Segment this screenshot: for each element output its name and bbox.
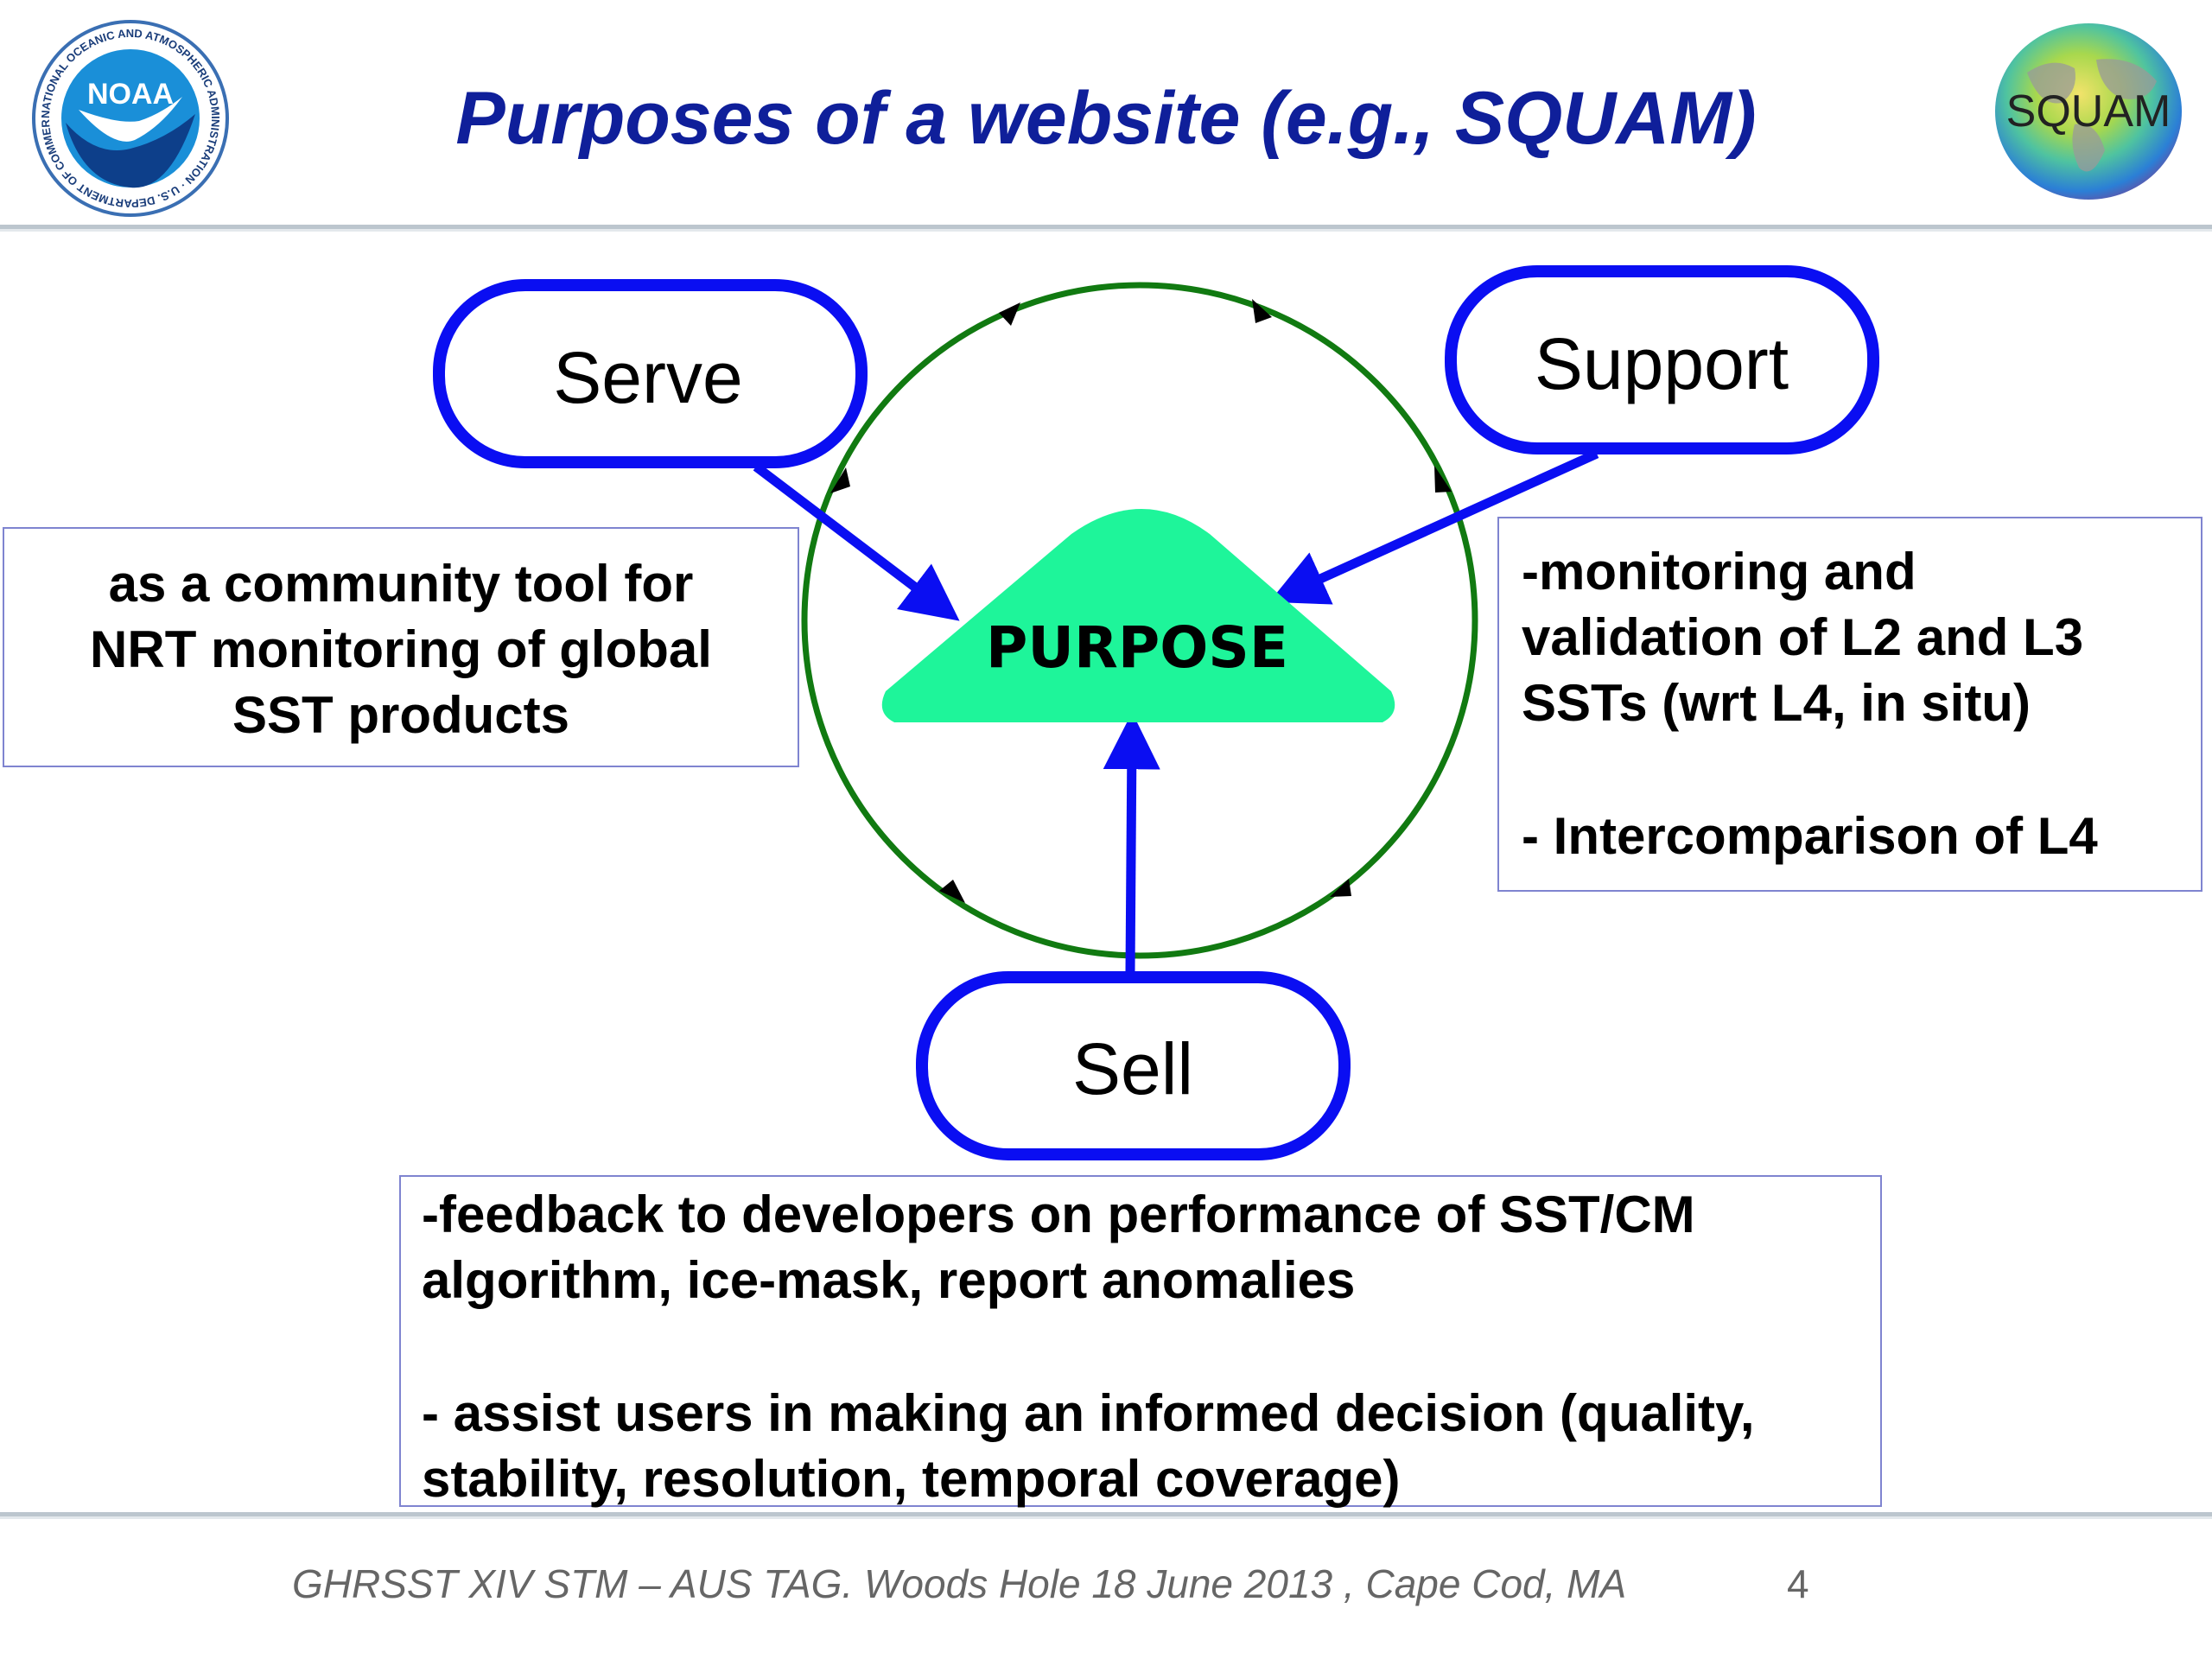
serve-description-line: NRT monitoring of global [90,620,712,678]
support-description-line: -monitoring and [1522,543,1916,601]
serve-description-line: SST products [232,686,570,744]
squam-logo: SQUAM [1995,23,2182,200]
header-divider [0,225,2212,229]
footer-divider [0,1512,2212,1516]
purpose-shape [881,509,1395,722]
cycle-arrowhead [1434,466,1452,493]
serve-description-line: as a community tool for [108,555,694,613]
serve-description-box: as a community tool for NRT monitoring o… [3,527,799,767]
footer-divider-shadow [0,1516,2212,1519]
cycle-arrowheads [830,299,1452,903]
page-number: 4 [1787,1561,1809,1606]
support-label: Support [1535,323,1789,404]
cycle-circle [801,282,1478,959]
sell-arrow [1103,712,1160,973]
sell-description-line: -feedback to developers on performance o… [422,1185,1695,1243]
sell-description-box: -feedback to developers on performance o… [399,1175,1882,1508]
cycle-arrowhead [1330,879,1351,897]
sell-description-line: stability, resolution, temporal coverage… [422,1450,1401,1508]
cycle-arrowhead [830,467,850,493]
sell-node [916,971,1351,1160]
slide-title: Purposes of a website (e.g., SQUAM) [455,77,1757,160]
support-description-line: validation of L2 and L3 [1522,608,2084,666]
header-divider-shadow [0,229,2212,232]
noaa-logo-text: NOAA [87,78,174,111]
cycle-arrowhead [939,880,965,903]
serve-label: Serve [553,337,742,418]
noaa-logo: NATIONAL OCEANIC AND ATMOSPHERIC ADMINIS… [31,19,229,217]
support-description-line: SSTs (wrt L4, in situ) [1522,674,2031,732]
cycle-arrowhead [1252,299,1272,323]
support-description-line: - Intercomparison of L4 [1522,807,2098,865]
support-description-box: -monitoring and validation of L2 and L3 … [1497,517,2202,892]
serve-node [433,279,868,468]
purpose-label: PURPOSE [986,614,1288,681]
sell-label: Sell [1072,1028,1193,1109]
footer-text: GHRSST XIV STM – AUS TAG. Woods Hole 18 … [292,1561,1627,1606]
squam-logo-text: SQUAM [2006,86,2171,137]
sell-description-line: - assist users in making an informed dec… [422,1384,1755,1442]
cycle-arrowhead [999,302,1020,326]
serve-arrow [753,462,960,621]
support-node [1445,265,1879,454]
sell-description-line: algorithm, ice-mask, report anomalies [422,1251,1356,1309]
support-arrow [1268,448,1599,605]
